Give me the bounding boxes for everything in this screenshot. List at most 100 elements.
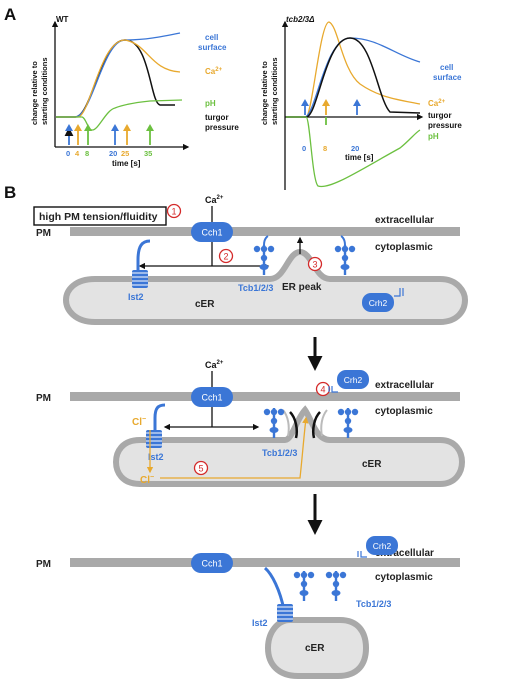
cytoplasmic-label-2: cytoplasmic — [375, 406, 433, 417]
stage-3: PM extracellular cytoplasmic Cch1 Crh2 c… — [36, 536, 460, 679]
tcb-ylabel-2: starting conditions — [270, 58, 279, 126]
ist2-label-2: Ist2 — [148, 452, 164, 462]
tcb-ca-line — [286, 21, 421, 118]
cytoplasmic-label-3: cytoplasmic — [375, 572, 433, 583]
panel-a-letter: A — [4, 5, 16, 24]
wt-tick-4: 4 — [75, 149, 80, 158]
tcb-protein-3a — [293, 571, 315, 601]
tcb-label-3: Tcb1/2/3 — [356, 599, 391, 609]
wt-turgor-line — [56, 39, 175, 118]
tcb-xlabel: time [s] — [345, 153, 374, 162]
cer-3 — [264, 617, 370, 679]
cer-label-3: cER — [305, 643, 325, 654]
stage-2: Ca2+ PM extracellular cytoplasmic cER Cc… — [36, 360, 466, 487]
tcb-legend-turgor-1: turgor — [428, 111, 452, 120]
wt-tick-35: 35 — [144, 149, 152, 158]
wt-legend-cell-1: cell — [205, 33, 218, 42]
cch1-channel-1 — [191, 222, 233, 242]
tcb-turgor-line — [286, 37, 421, 118]
pm-label-2: PM — [36, 393, 51, 404]
er-peak-label: ER peak — [282, 282, 322, 293]
tcb-protein-2a — [263, 408, 285, 438]
wt-ca-line — [56, 39, 181, 118]
pm-label-3: PM — [36, 559, 51, 570]
cer-label-2: cER — [362, 459, 382, 470]
tcb-legend-turgor-2: pressure — [428, 121, 462, 130]
pm-membrane-2 — [70, 392, 460, 401]
wt-legend-turgor-2: pressure — [205, 123, 239, 132]
tcb-legend-cell-2: surface — [433, 73, 462, 82]
marker-3 — [307, 256, 323, 272]
tcb-legend-ca: Ca2+ — [428, 99, 446, 108]
pm-membrane-3 — [70, 558, 460, 567]
wt-tick-8: 8 — [85, 149, 89, 158]
wt-legend-cell-2: surface — [198, 43, 227, 52]
ist2-label-1: Ist2 — [128, 292, 144, 302]
crh2-protein-2 — [337, 370, 369, 389]
wt-legend-turgor-1: turgor — [205, 113, 229, 122]
tcb-protein-1b — [334, 235, 356, 275]
cl-flow-arrow — [160, 416, 309, 479]
cch1-label-1: Cch1 — [201, 228, 222, 238]
extracellular-label-1: extracellular — [375, 215, 434, 226]
ist2-label-3: Ist2 — [252, 618, 268, 628]
marker-4-text: 4 — [320, 385, 325, 395]
tcb-tick-20: 20 — [351, 144, 359, 153]
wt-ylabel-2: starting conditions — [40, 58, 49, 126]
cch1-channel-3 — [191, 553, 233, 573]
crh2-label-1: Crh2 — [369, 298, 388, 308]
marker-5-text: 5 — [198, 464, 203, 474]
extracellular-label-3: extracellular — [375, 548, 434, 559]
crh2-protein-3 — [366, 536, 398, 555]
cch1-label-3: Cch1 — [201, 559, 222, 569]
ist2-protein-3 — [263, 566, 293, 622]
trigger-box-text: high PM tension/fluidity — [39, 211, 158, 223]
tcb-label-2: Tcb1/2/3 — [262, 448, 297, 458]
cl-label-lower: Cl− — [140, 474, 154, 486]
marker-3-text: 3 — [312, 260, 317, 270]
extracellular-label-2: extracellular — [375, 380, 434, 391]
marker-2-text: 2 — [223, 252, 228, 262]
wt-ylabel-1: change relative to — [30, 61, 39, 125]
stage-1: high PM tension/fluidity 1 Ca2+ PM extra… — [33, 195, 469, 325]
tcb-protein-2b — [337, 408, 359, 438]
tcb-legend-ph: pH — [428, 132, 439, 141]
wt-tick-25: 25 — [121, 149, 129, 158]
trigger-box — [33, 206, 167, 226]
cch1-label-2: Cch1 — [201, 393, 222, 403]
cytoplasmic-label-1: cytoplasmic — [375, 242, 433, 253]
crh2-label-2: Crh2 — [344, 375, 363, 385]
tcb-title: tcb2/3Δ — [286, 15, 315, 24]
tcb-ylabel-1: change relative to — [260, 61, 269, 125]
wt-tick-0: 0 — [66, 149, 70, 158]
crh2-protein-1 — [362, 293, 394, 312]
marker-5 — [193, 460, 209, 476]
cch1-channel-2 — [191, 387, 233, 407]
tcb-tick-8: 8 — [323, 144, 327, 153]
crh2-label-3: Crh2 — [373, 541, 392, 551]
wt-tick-20: 20 — [109, 149, 117, 158]
ca-label-1: Ca2+ — [205, 195, 224, 205]
cer-label-1: cER — [195, 299, 215, 310]
ist2-protein-1 — [132, 239, 151, 288]
tcb-protein-3b — [325, 571, 347, 601]
tcb-protein-1a — [253, 235, 275, 275]
marker-1 — [166, 203, 182, 219]
wt-legend-ph: pH — [205, 99, 216, 108]
tcb-tick-0: 0 — [302, 144, 306, 153]
ca-label-2: Ca2+ — [205, 360, 224, 370]
pm-membrane-1 — [70, 227, 460, 236]
wt-title: WT — [56, 15, 69, 24]
tcb-legend-cell-1: cell — [440, 63, 453, 72]
chart-wt: WT change relative to starting condition… — [30, 15, 239, 168]
chart-tcb: tcb2/3Δ change relative to starting cond… — [260, 15, 462, 190]
wt-legend-ca: Ca2+ — [205, 67, 223, 76]
marker-1-text: 1 — [171, 207, 176, 217]
tcb-label-1: Tcb1/2/3 — [238, 283, 273, 293]
marker-2 — [218, 248, 234, 264]
pm-label-1: PM — [36, 228, 51, 239]
tcb-ph-line — [286, 116, 421, 188]
wt-ph-line — [56, 99, 183, 131]
cl-label-upper: Cl− — [132, 416, 146, 428]
